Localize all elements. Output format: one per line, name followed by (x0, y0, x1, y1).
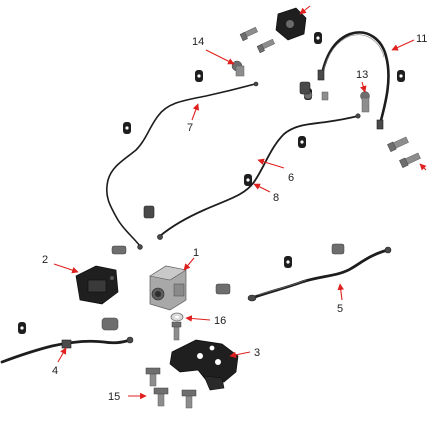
fitting-left-lower[interactable] (101, 317, 119, 331)
callout-2: 2 (42, 254, 48, 266)
callout-8: 8 (273, 192, 279, 204)
bolt-top-2[interactable] (256, 38, 275, 54)
clip-right-top[interactable] (397, 70, 405, 82)
bolt-15b[interactable] (153, 387, 169, 407)
arrow-1 (183, 257, 195, 271)
brake-hose-4[interactable] (0, 336, 134, 364)
brake-line-6[interactable] (157, 113, 361, 240)
callout-13: 13 (356, 69, 368, 81)
abs-unit-1[interactable] (149, 265, 187, 311)
callout-15: 15 (108, 391, 120, 403)
bolt-15c[interactable] (181, 389, 197, 409)
fitting-right-small[interactable] (331, 243, 345, 255)
clip-hose4[interactable] (18, 322, 26, 334)
abs-module-2[interactable] (75, 265, 119, 305)
arrow-3 (229, 351, 251, 359)
bolt-right-2[interactable] (399, 152, 421, 169)
arrow-14 (205, 49, 235, 65)
brake-hose-5[interactable] (247, 246, 392, 302)
arrow-6 (257, 158, 285, 169)
callout-14: 14 (192, 36, 204, 48)
arrow-2 (53, 263, 79, 274)
arrow-7 (191, 103, 200, 121)
bolt-below-abs[interactable] (171, 321, 182, 341)
top-bracket[interactable] (275, 7, 307, 41)
clip-left-mid[interactable] (123, 122, 131, 134)
arrow-8 (253, 183, 271, 193)
clip-upper-left[interactable] (195, 70, 203, 82)
arrow-5 (337, 283, 345, 301)
fitting-left-2[interactable] (111, 245, 127, 255)
bolt-13[interactable] (360, 91, 370, 113)
callout-arrows (53, 5, 427, 400)
clip-right-mid[interactable] (298, 136, 306, 148)
fitting-right-mid[interactable] (215, 283, 231, 295)
callout-6: 6 (288, 172, 294, 184)
callout-16: 16 (214, 315, 226, 327)
callout-4: 4 (52, 365, 58, 377)
clip-hose5[interactable] (284, 256, 292, 268)
arrow-4 (57, 347, 67, 363)
arrow-11 (391, 39, 415, 51)
callout-11: 11 (416, 33, 427, 45)
arrow-right-edge (419, 163, 427, 171)
arrow-16 (185, 315, 211, 322)
callout-3: 3 (254, 347, 260, 359)
callout-5: 5 (337, 303, 343, 315)
callout-7: 7 (187, 122, 193, 134)
fitting-upper-right-block[interactable] (299, 81, 311, 95)
clip-mid[interactable] (244, 174, 252, 186)
arrow-13 (360, 81, 367, 93)
callout-labels: 14 11 13 7 6 8 2 1 5 16 3 4 15 (42, 33, 427, 403)
brake-line-7[interactable] (105, 81, 259, 250)
clip-upper-mid[interactable] (314, 32, 322, 44)
bolt-14[interactable] (231, 60, 245, 77)
washer-16[interactable] (170, 312, 184, 322)
bolt-top-1[interactable] (239, 26, 258, 42)
callout-1: 1 (193, 247, 199, 259)
arrow-top (299, 5, 311, 15)
brake-hose-11[interactable] (317, 31, 390, 130)
bolt-right-1[interactable] (387, 136, 409, 153)
mounting-bracket-3[interactable] (169, 339, 239, 391)
bolt-15a[interactable] (145, 367, 161, 387)
fitting-mid-left[interactable] (143, 205, 155, 219)
